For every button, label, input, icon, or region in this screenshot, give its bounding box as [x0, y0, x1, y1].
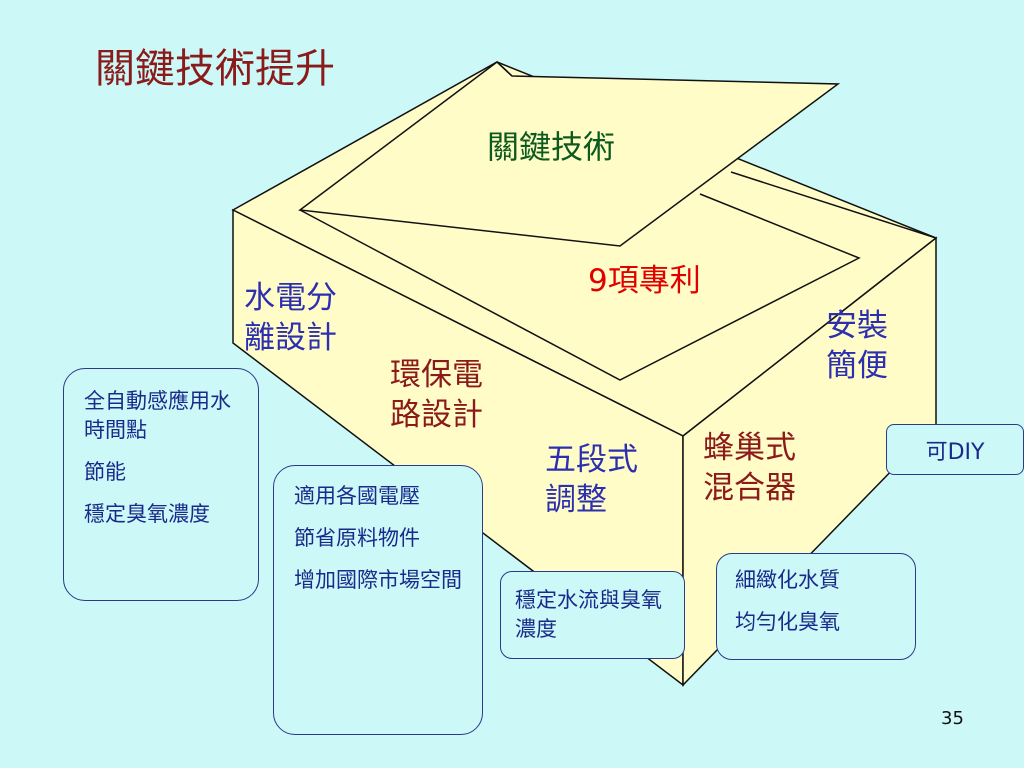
page-title: 關鍵技術提升 [95, 46, 335, 92]
label-five-stage: 五段式 調整 [545, 440, 638, 520]
label-line: 五段式 [545, 442, 638, 478]
label-eco-circuit: 環保電 路設計 [390, 355, 483, 435]
note-line: 節省原料物件 [294, 526, 420, 550]
label-line: 安裝 [826, 308, 888, 344]
note-line: 均勻化臭氧 [735, 610, 840, 634]
note-voltage: 適用各國電壓 節省原料物件 增加國際市場空間 [273, 465, 483, 735]
page-number: 35 [941, 708, 964, 729]
label-line: 水電分 [244, 280, 337, 316]
box-recess [299, 193, 861, 381]
note-auto-sensor: 全自動感應用水時間點 節能 穩定臭氧濃度 [63, 368, 259, 601]
lid-fold-line [496, 61, 513, 77]
lid-label: 關鍵技術 [487, 128, 616, 166]
label-honeycomb: 蜂巢式 混合器 [703, 428, 796, 508]
label-hydro-electric: 水電分 離設計 [244, 278, 337, 358]
note-line: 細緻化水質 [735, 568, 840, 592]
label-easy-install: 安裝 簡便 [826, 306, 888, 386]
note-stable-flow: 穩定水流與臭氧濃度 [500, 571, 685, 659]
label-line: 混合器 [703, 470, 796, 506]
label-line: 路設計 [390, 397, 483, 433]
note-line: 節能 [84, 460, 126, 484]
diy-tag: 可DIY [886, 424, 1024, 475]
note-line: 增加國際市場空間 [294, 568, 462, 592]
note-line: 適用各國電壓 [294, 484, 420, 508]
label-line: 離設計 [244, 320, 337, 356]
note-fine-water: 細緻化水質 均勻化臭氧 [716, 553, 916, 660]
label-line: 簡便 [826, 348, 888, 384]
note-line: 穩定水流與臭氧濃度 [515, 588, 662, 641]
note-line: 穩定臭氧濃度 [84, 502, 210, 526]
lid-flap [298, 61, 841, 247]
patent-label: 9項專利 [588, 263, 701, 299]
label-line: 蜂巢式 [703, 430, 796, 466]
note-line: 全自動感應用水時間點 [84, 389, 231, 442]
lid-back-edge [730, 171, 937, 239]
label-line: 環保電 [390, 357, 483, 393]
label-line: 調整 [545, 482, 607, 518]
